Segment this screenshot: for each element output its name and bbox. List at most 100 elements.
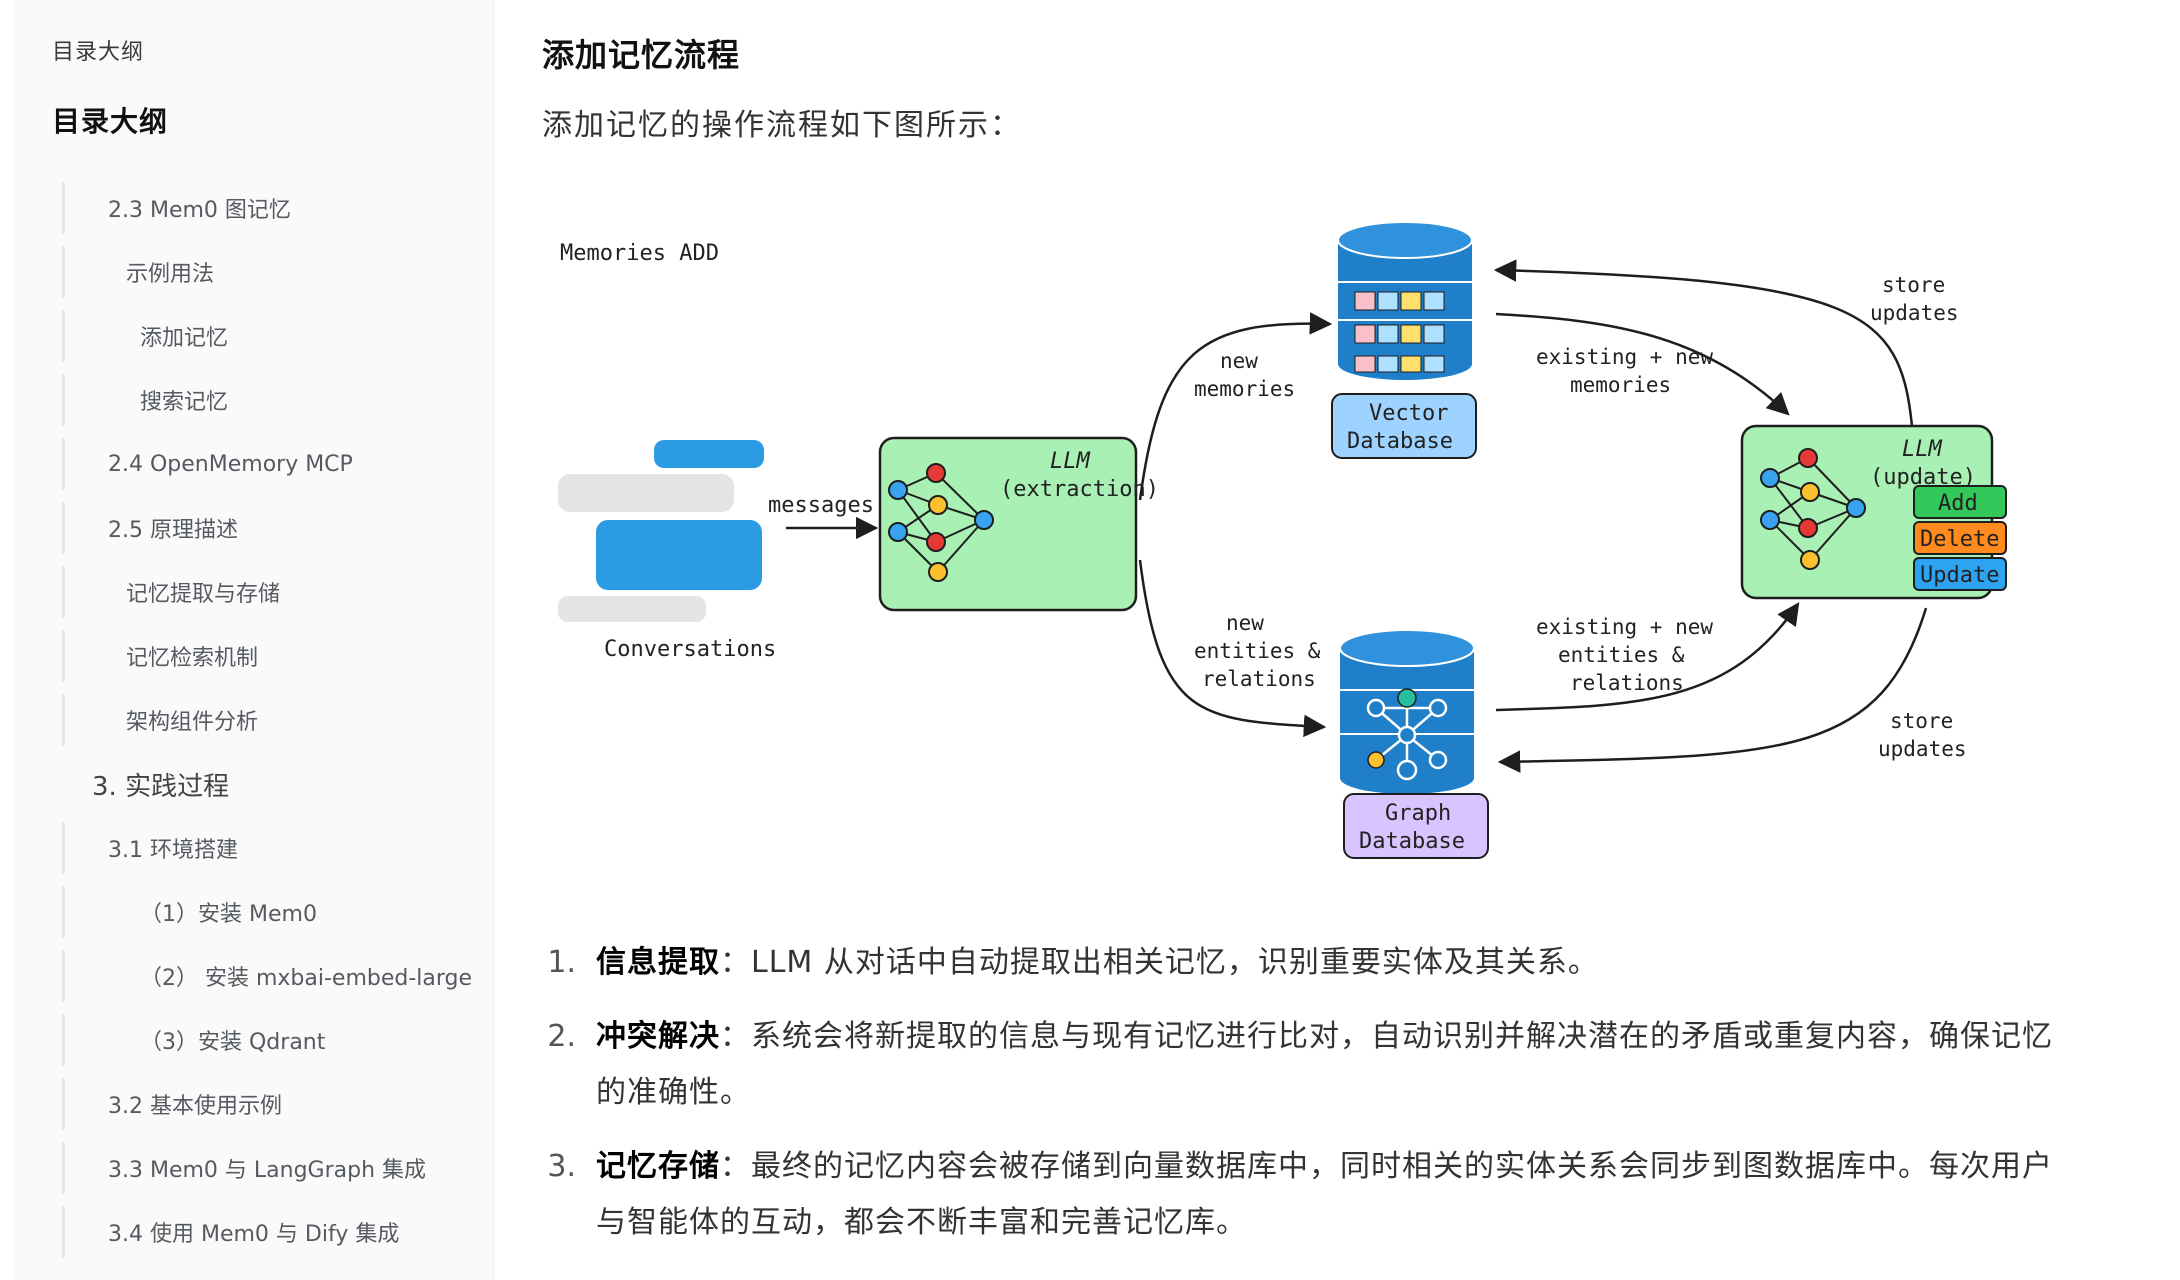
toc-item-label: 记忆检索机制 <box>126 646 259 671</box>
store-updates-bottom-label-1: store <box>1890 709 1953 733</box>
toc-item-extract-store[interactable]: 记忆提取与存储 <box>52 560 492 624</box>
toc-item-label: 添加记忆 <box>140 326 229 351</box>
intro-text: 添加记忆的操作流程如下图所示： <box>542 108 1022 143</box>
toc-item-mem0-graph[interactable]: 2.3 Mem0 图记忆 <box>52 176 492 240</box>
memories-add-diagram: Memories ADD Conversations messages <box>558 221 2007 859</box>
toc-indent-bar <box>62 822 65 874</box>
toc-indent-bar <box>62 374 65 426</box>
step-text: 信息提取：LLM 从对话中自动提取出相关记忆，识别重要实体及其关系。 <box>596 935 2080 991</box>
add-action-label: Add <box>1938 491 1978 516</box>
graph-database-label-2: Database <box>1359 829 1465 854</box>
toc-item-install-mxbai[interactable]: （2） 安装 mxbai-embed-large <box>52 944 492 1008</box>
toc-item-basic-usage[interactable]: 3.2 基本使用示例 <box>52 1072 492 1136</box>
toc-item-retrieval[interactable]: 记忆检索机制 <box>52 624 492 688</box>
new-entities-label-2: entities & <box>1194 639 1321 663</box>
delete-action <box>1913 521 2007 555</box>
new-memories-label-1: new <box>1220 349 1258 373</box>
toc-item-label: 示例用法 <box>126 262 215 287</box>
toc-heading-small: 目录大纲 <box>52 40 145 65</box>
step-text: 冲突解决：系统会将新提取的信息与现有记忆进行比对，自动识别并解决潜在的矛盾或重复… <box>596 1009 2080 1121</box>
step-description: ：系统会将新提取的信息与现有记忆进行比对，自动识别并解决潜在的矛盾或重复内容，确… <box>596 1019 2053 1110</box>
step-text: 记忆存储：最终的记忆内容会被存储到向量数据库中，同时相关的实体关系会同步到图数据… <box>596 1139 2080 1251</box>
vector-database-icon <box>1337 221 1473 380</box>
toc-item-label: 3.3 Mem0 与 LangGraph 集成 <box>108 1158 427 1183</box>
toc-item-practice[interactable]: 3. 实践过程 <box>52 752 492 816</box>
toc-item-label: 2.5 原理描述 <box>108 518 238 543</box>
toc-item-principle[interactable]: 2.5 原理描述 <box>52 496 492 560</box>
toc-indent-bar <box>62 694 65 746</box>
toc-indent-bar <box>62 1206 65 1258</box>
toc-item-dify[interactable]: 3.4 使用 Mem0 与 Dify 集成 <box>52 1200 492 1264</box>
graph-database-label-1: Graph <box>1385 801 1451 826</box>
graph-database-icon <box>1339 629 1475 794</box>
toc-item-openmemory-mcp[interactable]: 2.4 OpenMemory MCP <box>52 432 492 496</box>
existing-entities-arrow <box>1495 602 1800 712</box>
toc-indent-bar <box>62 310 65 362</box>
toc-item-example-usage[interactable]: 示例用法 <box>52 240 492 304</box>
step-number: 3. <box>547 1149 576 1184</box>
toc-list: 2.3 Mem0 图记忆 示例用法 添加记忆 搜索记忆 2.4 OpenMemo… <box>52 176 492 1264</box>
list-item: 3. 记忆存储：最终的记忆内容会被存储到向量数据库中，同时相关的实体关系会同步到… <box>540 1139 2080 1251</box>
toc-item-install-mem0[interactable]: （1）安装 Mem0 <box>52 880 492 944</box>
new-memories-label-2: memories <box>1194 377 1295 401</box>
toc-item-label: （1）安装 Mem0 <box>140 902 317 927</box>
toc-item-label: （3）安装 Qdrant <box>140 1030 326 1055</box>
update-action-label: Update <box>1920 563 1999 588</box>
toc-indent-bar <box>62 1142 65 1194</box>
toc-indent-bar <box>62 182 65 234</box>
toc-indent-bar <box>62 246 65 298</box>
toc-indent-bar <box>62 502 65 554</box>
toc-heading: 目录大纲 <box>52 105 169 138</box>
toc-item-label: 架构组件分析 <box>126 710 259 735</box>
llm-extraction-title: LLM <box>1050 449 1090 474</box>
toc-item-architecture[interactable]: 架构组件分析 <box>52 688 492 752</box>
toc-item-label: 搜索记忆 <box>140 390 229 415</box>
step-number: 1. <box>547 945 576 980</box>
diagram-title: Memories ADD <box>560 241 719 266</box>
list-item: 1. 信息提取：LLM 从对话中自动提取出相关记忆，识别重要实体及其关系。 <box>540 935 2080 991</box>
store-updates-top-label-1: store <box>1882 273 1945 297</box>
toc-item-label: 2.4 OpenMemory MCP <box>108 451 353 477</box>
section-title: 添加记忆流程 <box>542 36 741 74</box>
llm-extraction-box <box>878 436 1138 612</box>
toc-item-label: 3.4 使用 Mem0 与 Dify 集成 <box>108 1222 400 1247</box>
store-updates-bottom-label-2: updates <box>1878 737 1967 761</box>
conversations-label: Conversations <box>604 637 776 662</box>
toc-item-label: 记忆提取与存储 <box>126 582 281 607</box>
toc-item-env-setup[interactable]: 3.1 环境搭建 <box>52 816 492 880</box>
neural-network-icon <box>1760 448 1866 570</box>
existing-entities-label-2: entities & <box>1558 643 1685 667</box>
new-entities-label-1: new <box>1226 611 1264 635</box>
neural-network-icon <box>888 463 994 582</box>
step-number: 2. <box>547 1019 576 1054</box>
store-updates-bottom-arrow <box>1497 607 1928 773</box>
toc-item-label: 3.1 环境搭建 <box>108 838 238 863</box>
toc-item-search-memory[interactable]: 搜索记忆 <box>52 368 492 432</box>
existing-memories-label-2: memories <box>1570 373 1671 397</box>
main-content: 添加记忆流程 添加记忆的操作流程如下图所示： Memories ADD Conv… <box>540 0 2160 1280</box>
llm-extraction-subtitle: (extraction) <box>1000 477 1159 502</box>
toc-item-langgraph[interactable]: 3.3 Mem0 与 LangGraph 集成 <box>52 1136 492 1200</box>
vector-database-label-1: Vector <box>1369 401 1448 426</box>
step-description: ：LLM 从对话中自动提取出相关记忆，识别重要实体及其关系。 <box>720 945 1599 980</box>
toc-item-add-memory[interactable]: 添加记忆 <box>52 304 492 368</box>
vector-database-label-box <box>1331 393 1477 459</box>
llm-update-title: LLM <box>1902 437 1942 462</box>
steps-list: 1. 信息提取：LLM 从对话中自动提取出相关记忆，识别重要实体及其关系。 2.… <box>540 935 2080 1269</box>
store-updates-top-label-2: updates <box>1870 301 1959 325</box>
conversations-icon <box>558 440 764 622</box>
step-keyword: 记忆存储 <box>596 1149 720 1184</box>
add-action <box>1913 485 2007 519</box>
existing-entities-label-3: relations <box>1570 671 1684 695</box>
step-keyword: 信息提取 <box>596 945 720 980</box>
existing-memories-arrow <box>1495 312 1790 416</box>
vector-database-label-2: Database <box>1347 429 1453 454</box>
update-action <box>1913 557 2007 591</box>
graph-database-label-box <box>1343 793 1489 859</box>
toc-item-install-qdrant[interactable]: （3）安装 Qdrant <box>52 1008 492 1072</box>
new-entities-label-3: relations <box>1202 667 1316 691</box>
toc-indent-bar <box>62 950 65 1002</box>
toc-indent-bar <box>62 630 65 682</box>
messages-label: messages <box>768 493 874 518</box>
